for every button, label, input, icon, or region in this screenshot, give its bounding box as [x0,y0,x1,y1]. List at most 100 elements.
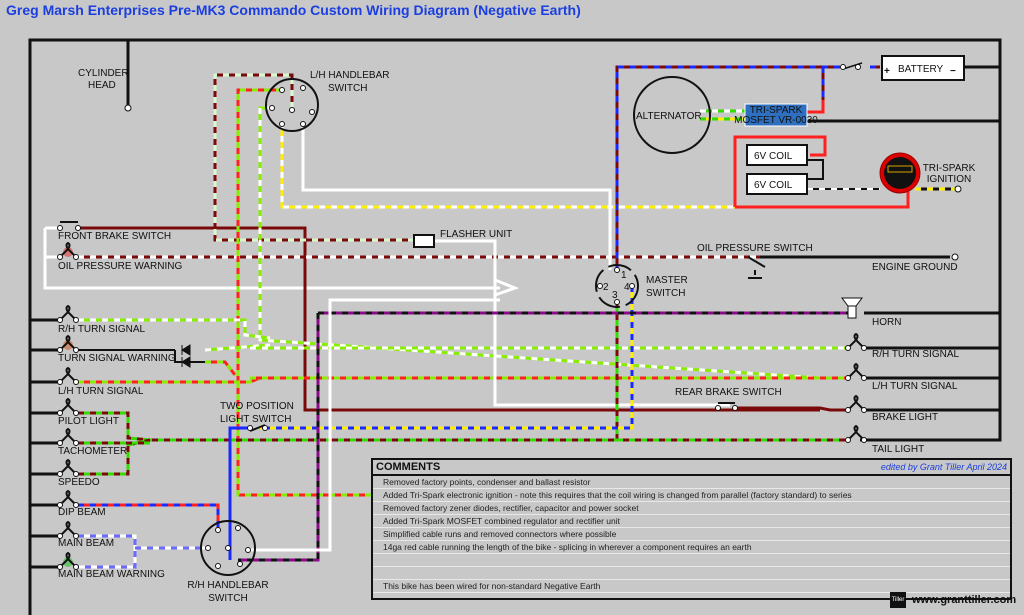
front-brake-switch-terminal [57,225,63,231]
warning-diode-wire [205,360,237,376]
pilot-light-terminal [57,410,63,416]
flasher-unit-icon [413,234,435,248]
main-beam-terminal [57,533,63,539]
flasher-wire-stripe [213,73,420,242]
right-lamp-3-terminal [845,407,851,413]
rh-handlebar-switch-icon [200,520,256,576]
website-link[interactable]: www.granttiller.com [912,594,1017,606]
oil-pressure-switch-label: OIL PRESSURE SWITCH [697,243,813,254]
rh-switch-terminal [225,545,231,551]
dip-beam-wire [78,503,220,528]
left-lamp-label: MAIN BEAM [58,538,114,549]
comment-row: Simplified cable runs and removed connec… [373,528,1010,541]
right-lamp-4-terminal [845,437,851,443]
speedo-terminal [73,471,79,477]
oil-pressure-warning-terminal [57,254,63,260]
master-pin-label: 3 [612,290,618,301]
turn-signal-warning-terminal [73,347,79,353]
master-switch-terminal [629,283,635,289]
two-position-label: TWO POSITION [220,401,294,412]
diode-icon [181,344,191,356]
junction-arrow [494,278,520,297]
switch-terminal [855,64,861,70]
coil-link-wire [807,159,824,180]
front-brake-switch-terminal [75,225,81,231]
alternator-label: ALTERNATOR [636,111,702,122]
regulator-red-wire [800,100,825,114]
coil-1-label: 6V COIL [754,151,793,162]
rear-brake-terminal [732,405,738,411]
right-lamp-2-terminal [845,375,851,381]
rh-switch-terminal [245,547,251,553]
engine-ground-terminal-icon [951,253,959,261]
master-switch-label: MASTER [646,275,688,286]
right-lamp-4-terminal [861,437,867,443]
battery-minus: − [950,66,956,77]
pilot-light-terminal [73,410,79,416]
right-lamp-label: HORN [872,317,901,328]
white-wire [250,298,500,552]
rh-switch-terminal [215,563,221,569]
oil-pressure-warning-terminal [73,254,79,260]
horn-icon [841,297,863,319]
comment-row: Removed factory points, condenser and ba… [373,476,1010,489]
rear-brake-terminal [715,405,721,411]
right-lamp-label: L/H TURN SIGNAL [872,381,958,392]
comment-row: Added Tri-Spark electronic ignition - no… [373,489,1010,502]
battery-plus: + [884,66,890,77]
lh-switch-terminal [289,107,295,113]
tachometer-terminal [57,440,63,446]
main-beam-wire-stripe [78,534,137,569]
page-title: Greg Marsh Enterprises Pre-MK3 Commando … [6,2,581,18]
lh-switch-label: SWITCH [328,83,367,94]
warning-diode-wire [204,343,271,352]
comments-header: COMMENTS edited by Grant Tiller April 20… [373,460,1010,476]
rh-turn-signal-terminal [73,317,79,323]
two-position-switch-icon [249,424,266,432]
battery-label: BATTERY [898,64,944,75]
right-lamp-3-bulb-icon [847,394,865,411]
left-lamp-label: TACHOMETER [58,446,127,457]
turn-signal-warning-terminal [57,347,63,353]
two-position-label: LIGHT SWITCH [220,414,291,425]
alternator-icon [633,76,711,154]
dip-beam-bulb-icon [59,489,77,506]
left-lamp-label: TURN SIGNAL WARNING [58,353,176,364]
ignition-label: IGNITION [927,174,971,185]
rh-turn-signal-wire-stripe [78,318,271,340]
ignition-red-wire [735,190,910,209]
comment-row: Added Tri-Spark MOSFET combined regulato… [373,515,1010,528]
cylinder-head-label: CYLINDER [78,68,129,79]
coil-feed-wire [733,135,827,207]
flasher-label: FLASHER UNIT [440,229,512,240]
lh-switch-terminal [300,85,306,91]
pilot-feed-wire [260,286,634,430]
left-lamp-label: L/H TURN SIGNAL [58,386,144,397]
pilot-feed-wire-stripe [260,286,634,430]
lh-switch-terminal [279,87,285,93]
main-beam-warning-terminal [57,564,63,570]
comments-panel: COMMENTS edited by Grant Tiller April 20… [371,458,1012,600]
turn-signal-warning-bulb-icon [59,334,77,351]
comments-title: COMMENTS [376,461,441,473]
regulator-icon [744,103,808,127]
lh-switch-terminal [309,109,315,115]
right-lamp-2-terminal [861,375,867,381]
pilot-light-bulb-icon [59,397,77,414]
main-beam-terminal [73,533,79,539]
comment-rows: Removed factory points, condenser and ba… [373,476,1010,593]
main-beam-bulb-icon [59,520,77,537]
rear-brake-switch-label: REAR BRAKE SWITCH [675,387,782,398]
cylinder-head-label: HEAD [88,80,116,91]
master-switch-terminal [597,283,603,289]
battery-feed-wire [615,65,840,270]
rh-switch-label: R/H HANDLEBAR [187,580,268,591]
main-beam-warning-terminal [73,564,79,570]
lh-switch-terminal [300,121,306,127]
right-lamp-2-bulb-icon [847,362,865,379]
battery-feed-wire-stripe [615,65,840,270]
tachometer-terminal [73,440,79,446]
speedo-wire-stripe [78,438,151,476]
lh-handlebar-switch-icon [265,78,319,132]
